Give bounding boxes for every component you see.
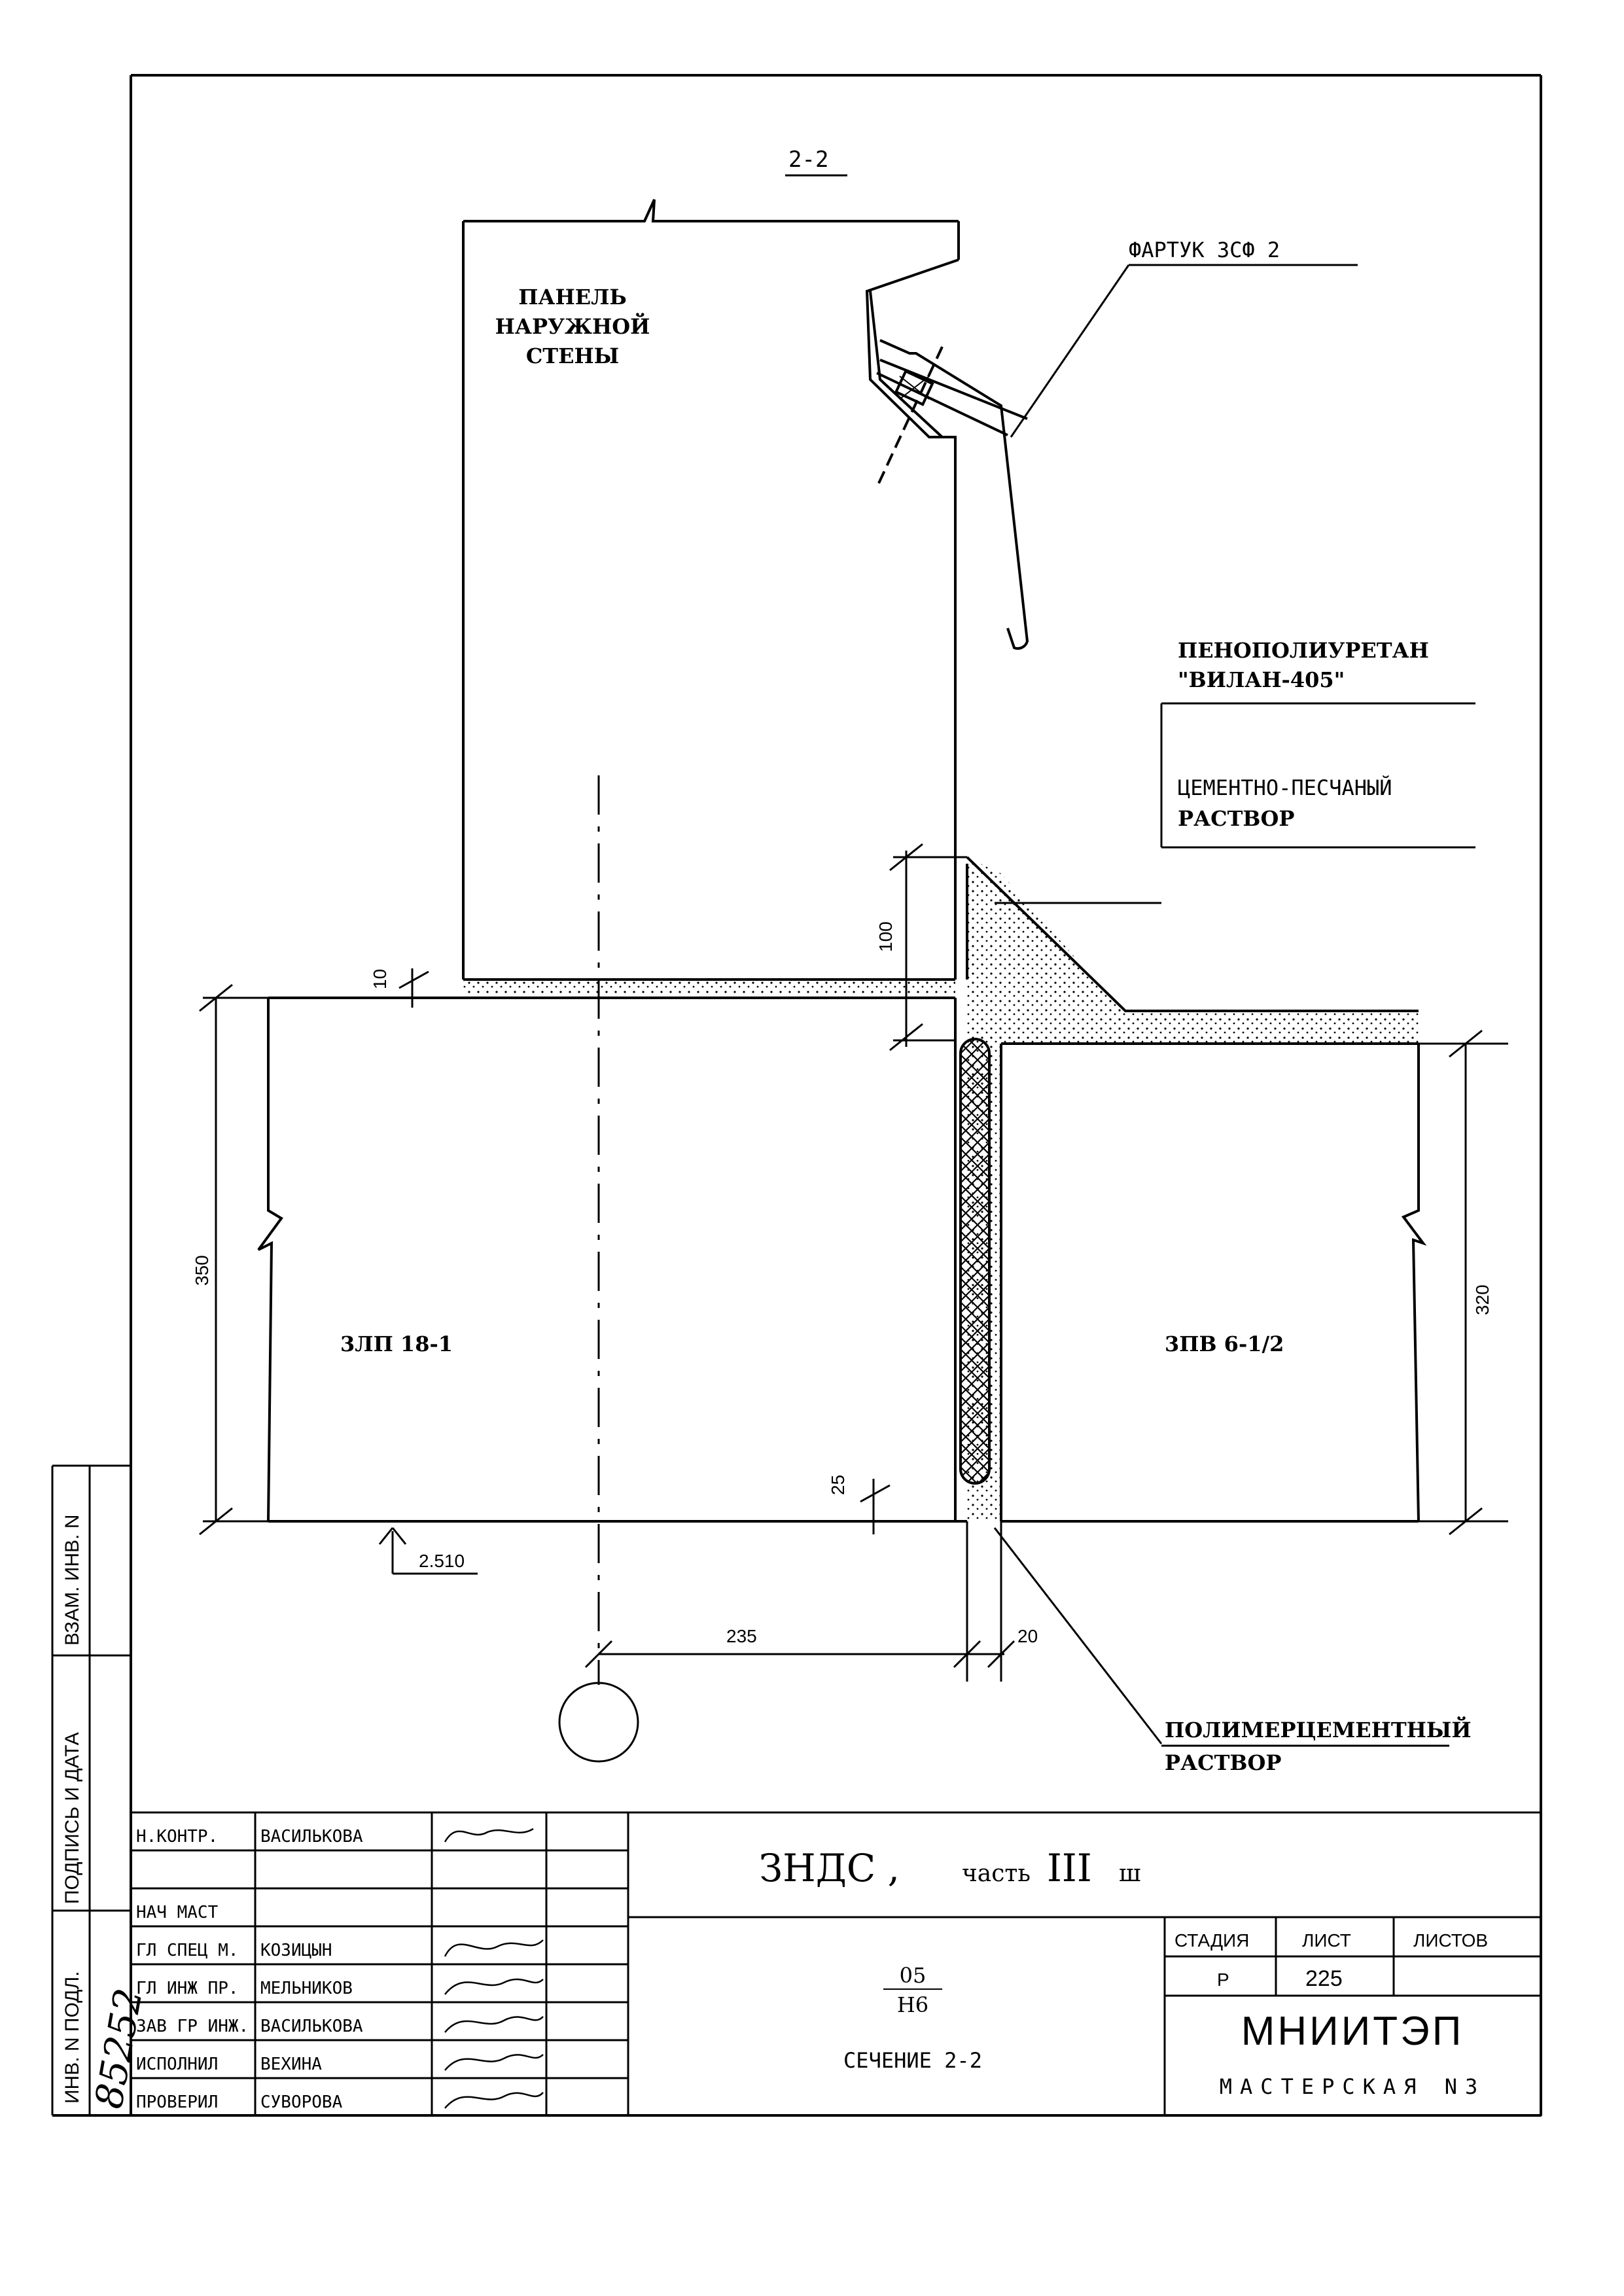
dim-25: 25: [828, 1475, 848, 1495]
slab-left: [257, 997, 967, 1523]
sheet-header: ЛИСТ: [1302, 1930, 1351, 1951]
stamp-row-name: МЕЛЬНИКОВ: [260, 1979, 353, 1998]
stamp-row-name: СУВОРОВА: [260, 2093, 343, 2112]
slab-left-label: 3ЛП 18-1: [340, 1332, 453, 1356]
polymer-label: ПОЛИМЕРЦЕМЕНТНЫЙ РАСТВОР: [1165, 1716, 1472, 1775]
doc-code-bottom: Н6: [897, 1992, 928, 2017]
mortar-fill: [463, 857, 1419, 1521]
cement-label: ЦЕМЕНТНО-ПЕСЧАНЫЙ РАСТВОР: [1178, 775, 1392, 831]
apron-flashing: [869, 291, 1029, 650]
dim-20: 20: [1017, 1626, 1038, 1646]
foam-label: ПЕНОПОЛИУРЕТАН "ВИЛАН-405": [1178, 638, 1429, 692]
stamp-row-role: ГЛ ИНЖ ПР.: [136, 1979, 239, 1998]
svg-text:III: III: [1047, 1846, 1092, 1890]
svg-text:НАРУЖНОЙ: НАРУЖНОЙ: [495, 313, 650, 339]
doc-code-top: 05: [900, 1963, 927, 1988]
stamp-row-role: Н.КОНТР.: [136, 1827, 218, 1846]
polymer-leader: [993, 1527, 1163, 1744]
svg-text:ПАНЕЛЬ: ПАНЕЛЬ: [518, 285, 627, 309]
dimension-lines: [199, 843, 1508, 1682]
stage-header: СТАДИЯ: [1174, 1930, 1249, 1951]
svg-text:РАСТВОР: РАСТВОР: [1178, 806, 1294, 831]
apron-leader: [1010, 264, 1358, 438]
side-inv-sub: ВЗАМ. ИНВ. N: [62, 1515, 83, 1646]
stamp-row-name: ВАСИЛЬКОВА: [260, 2017, 363, 2036]
organization-name: МНИИТЭП: [1241, 2009, 1464, 2054]
stamp-rows: Н.КОНТР. ВАСИЛЬКОВА НАЧ МАСТ ГЛ СПЕЦ М. …: [136, 1827, 363, 2112]
svg-text:ЦЕМЕНТНО-ПЕСЧАНЫЙ: ЦЕМЕНТНО-ПЕСЧАНЫЙ: [1178, 775, 1392, 800]
svg-text:ш: ш: [1119, 1860, 1140, 1887]
svg-text:ПЕНОПОЛИУРЕТАН: ПЕНОПОЛИУРЕТАН: [1178, 638, 1429, 663]
dim-235: 235: [726, 1626, 757, 1646]
level-mark: 2.510: [419, 1551, 465, 1571]
stamp-title: ЗНДС , часть III ш: [759, 1846, 1140, 1890]
signatures: [444, 1828, 544, 2109]
sheets-header: ЛИСТОВ: [1413, 1930, 1488, 1951]
side-inv-orig: ИНВ. N ПОДЛ.: [62, 1971, 83, 2104]
dim-10: 10: [370, 969, 390, 989]
svg-text:часть: часть: [962, 1860, 1031, 1887]
slab-right: [1000, 1042, 1427, 1523]
stamp-row-role: ПРОВЕРИЛ: [136, 2093, 218, 2112]
stamp-row-role: ИСПОЛНИЛ: [136, 2055, 218, 2074]
svg-text:ПОЛИМЕРЦЕМЕНТНЫЙ: ПОЛИМЕРЦЕМЕНТНЫЙ: [1165, 1716, 1472, 1742]
svg-text:СТЕНЫ: СТЕНЫ: [526, 344, 619, 368]
stamp-row-role: ЗАВ ГР ИНЖ.: [136, 2017, 249, 2036]
side-sign-date: ПОДПИСЬ И ДАТА: [62, 1732, 83, 1904]
svg-text:РАСТВОР: РАСТВОР: [1165, 1750, 1281, 1775]
panel-label: ПАНЕЛЬ НАРУЖНОЙ СТЕНЫ: [495, 285, 650, 368]
stamp-row-name: КОЗИЦЫН: [260, 1941, 332, 1960]
axis-marker: [558, 1682, 639, 1763]
sheet-number: 225: [1305, 1966, 1343, 1991]
title-block: [130, 1811, 1542, 2117]
stamp-row-name: ВЕХИНА: [260, 2055, 322, 2074]
dim-320: 320: [1472, 1284, 1492, 1315]
sealant-gasket: [959, 1038, 991, 1485]
stamp-row-role: НАЧ МАСТ: [136, 1903, 219, 1922]
workshop-name: МАСТЕРСКАЯ N3: [1220, 2074, 1485, 2099]
drawing-frame: [52, 74, 1542, 2117]
mortar-outline: [966, 856, 1419, 1012]
svg-text:ЗНДС ,: ЗНДС ,: [759, 1846, 900, 1890]
slab-right-label: 3ПВ 6-1/2: [1165, 1332, 1284, 1356]
section-mark: 2-2: [788, 147, 828, 173]
stage-value: Р: [1217, 1969, 1229, 1990]
svg-text:"ВИЛАН-405": "ВИЛАН-405": [1178, 667, 1345, 692]
dim-350: 350: [192, 1255, 212, 1286]
dim-100: 100: [875, 921, 896, 952]
stamp-row-name: ВАСИЛЬКОВА: [260, 1827, 363, 1846]
stamp-row-role: ГЛ СПЕЦ М.: [136, 1941, 239, 1960]
apron-label: ФАРТУК ЗСФ 2: [1129, 238, 1280, 262]
sheet-name: СЕЧЕНИЕ 2-2: [843, 2048, 982, 2073]
